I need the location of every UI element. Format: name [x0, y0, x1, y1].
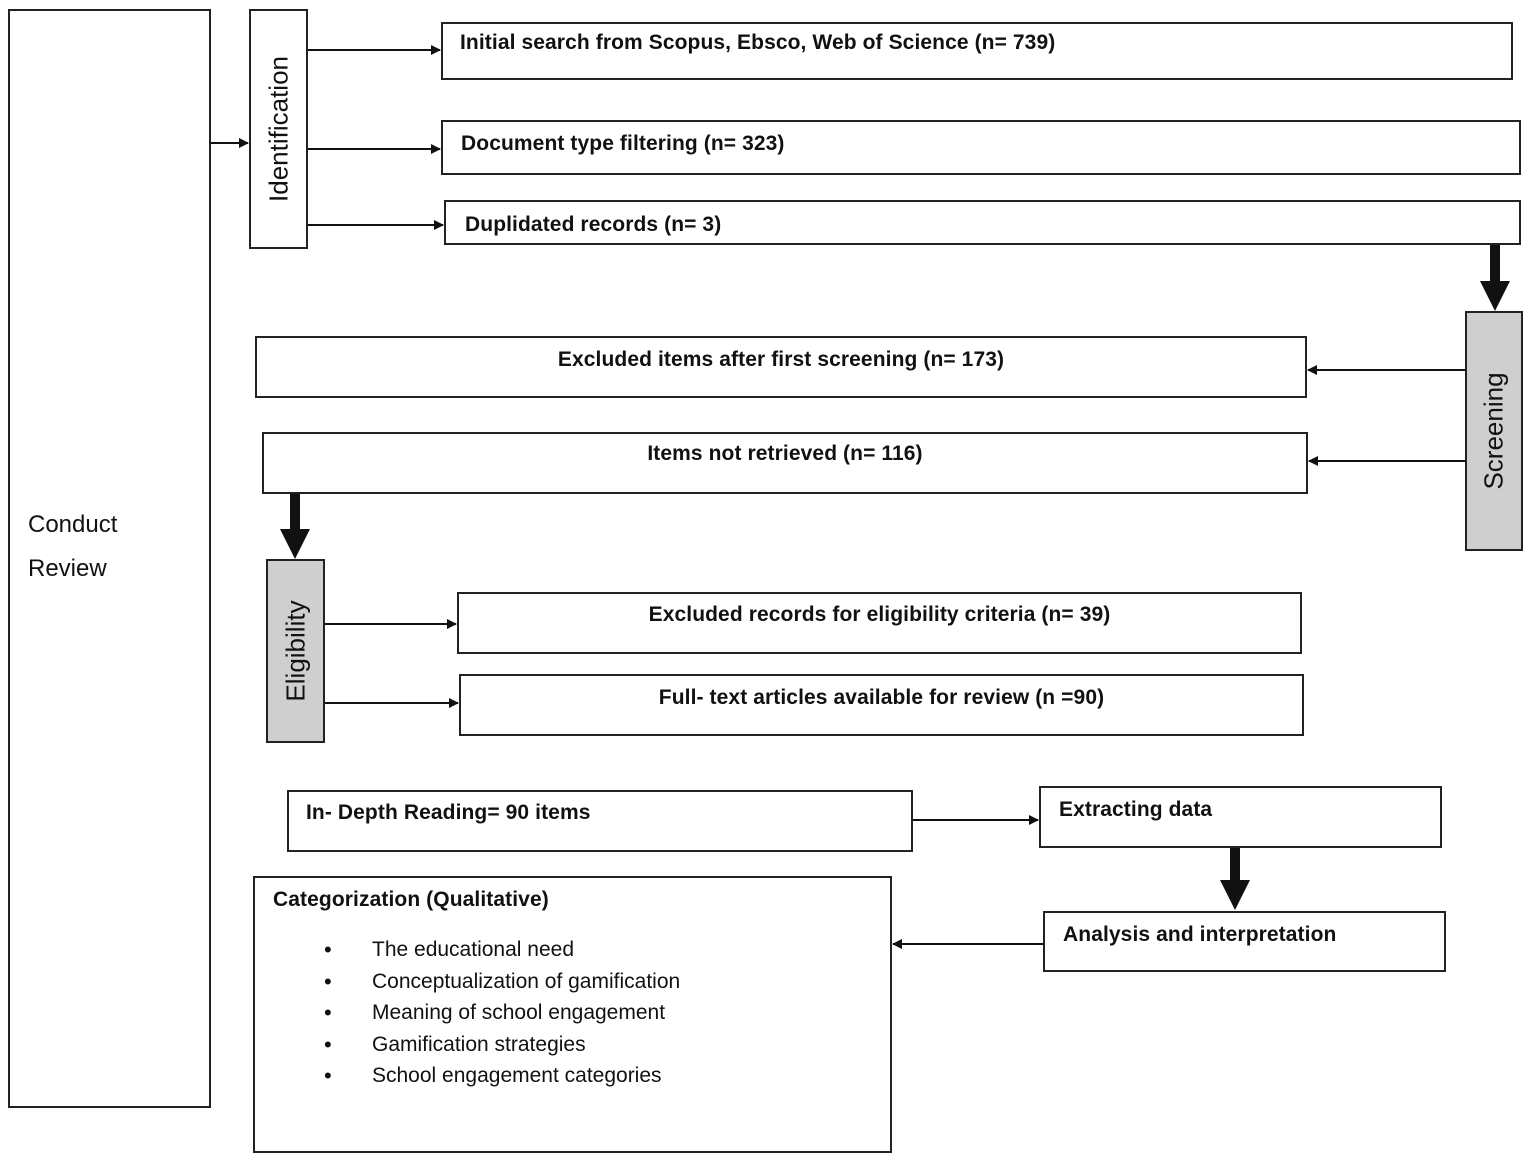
- thick-arrow-to-screening: [1480, 245, 1510, 311]
- phase-screening: Screening: [1465, 311, 1523, 551]
- step-not-retrieved: Items not retrieved (n= 116): [262, 432, 1308, 494]
- phase-eligibility: Eligibility: [266, 559, 325, 743]
- step-full-text-text: Full- text articles available for review…: [658, 686, 1105, 709]
- conduct-review-label: Conduct Review: [28, 503, 117, 591]
- step-extracting-data: Extracting data: [1039, 786, 1442, 848]
- step-duplicated-text: Duplidated records (n= 3): [465, 213, 722, 236]
- category-item: Meaning of school engagement: [282, 997, 680, 1029]
- step-in-depth-reading: In- Depth Reading= 90 items: [287, 790, 913, 852]
- conduct-review-line2: Review: [28, 555, 107, 582]
- step-analysis-interpretation-text: Analysis and interpretation: [1063, 923, 1337, 946]
- step-eligibility-excluded: Excluded records for eligibility criteri…: [457, 592, 1302, 654]
- step-extracting-data-text: Extracting data: [1059, 798, 1213, 821]
- conduct-review-box: Conduct Review: [8, 9, 211, 1108]
- step-duplicated: Duplidated records (n= 3): [444, 200, 1521, 245]
- category-item: Gamification strategies: [282, 1029, 680, 1061]
- thick-arrow-to-eligibility: [280, 494, 310, 559]
- category-item: The educational need: [282, 934, 680, 966]
- phase-identification: Identification: [249, 9, 308, 249]
- step-first-screening-text: Excluded items after first screening (n=…: [557, 348, 1005, 371]
- step-not-retrieved-text: Items not retrieved (n= 116): [647, 442, 923, 465]
- thick-arrow-to-analysis: [1220, 848, 1250, 910]
- step-in-depth-reading-text: In- Depth Reading= 90 items: [306, 801, 591, 824]
- categorization-box: Categorization (Qualitative) The educati…: [253, 876, 892, 1153]
- category-list: The educational need Conceptualization o…: [282, 934, 680, 1092]
- step-analysis-interpretation: Analysis and interpretation: [1043, 911, 1446, 972]
- category-item: School engagement categories: [282, 1060, 680, 1092]
- step-first-screening: Excluded items after first screening (n=…: [255, 336, 1307, 398]
- step-initial-search-text: Initial search from Scopus, Ebsco, Web o…: [460, 31, 1056, 54]
- conduct-review-line1: Conduct: [28, 511, 118, 538]
- category-item: Conceptualization of gamification: [282, 966, 680, 998]
- step-document-type-text: Document type filtering (n= 323): [461, 132, 785, 155]
- step-eligibility-excluded-text: Excluded records for eligibility criteri…: [648, 603, 1111, 626]
- categorization-title: Categorization (Qualitative): [273, 888, 549, 911]
- step-full-text: Full- text articles available for review…: [459, 674, 1304, 736]
- step-initial-search: Initial search from Scopus, Ebsco, Web o…: [441, 22, 1513, 80]
- step-document-type: Document type filtering (n= 323): [441, 120, 1521, 175]
